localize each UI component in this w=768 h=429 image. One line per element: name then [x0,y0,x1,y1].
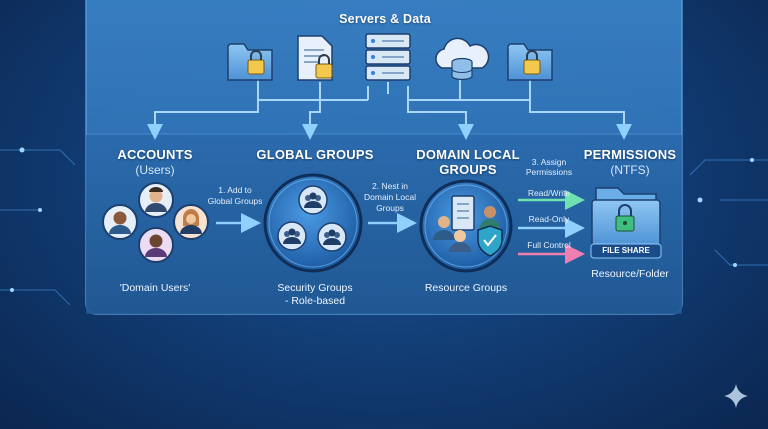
locked-document-icon [297,35,333,81]
global-groups-caption-line1: Security Groups [277,282,353,294]
locked-folder-icon [227,43,273,81]
global-groups-heading: GLOBAL GROUPS [256,147,374,162]
permissions-caption: Resource/Folder [591,268,669,280]
sparkle-icon [724,384,748,408]
step2-label-line2: Domain Local [364,192,416,202]
file-share-folder-icon [591,187,661,247]
step3-label-line2: Permissions [525,167,573,177]
permissions-subheading: (NTFS) [610,163,650,177]
step2-label-line1: 2. Nest in [372,181,408,191]
user-avatar [173,204,209,240]
domain-local-groups-circle [419,179,513,273]
locked-folder-icon [507,43,553,81]
user-avatar [138,227,174,263]
permission-read-write-label: Read/Write [527,188,571,198]
user-avatar [102,204,138,240]
step2-label-line3: Groups [376,203,404,213]
accounts-heading: ACCOUNTS [117,147,193,162]
global-groups-caption-line2: - Role-based [284,295,346,307]
permissions-heading: PERMISSIONS [583,147,677,162]
domain-local-heading-line2: GROUPS [439,162,497,177]
background-glow-dots [10,147,754,292]
step3-label-line1: 3. Assign [531,157,567,167]
diagram-title: Servers & Data [339,12,431,26]
server-rack-icon [365,33,411,81]
file-share-label: FILE SHARE [602,246,650,255]
domain-local-caption: Resource Groups [424,282,508,294]
step1-label-line1: 1. Add to [218,185,252,195]
server-connector-lines [147,80,632,140]
accounts-subheading: (Users) [135,163,175,177]
domain-local-heading-line1: DOMAIN LOCAL [416,147,520,162]
permission-full-control-label: Full Control [527,240,571,250]
cloud-database-icon [435,37,490,81]
file-share-badge [590,243,662,259]
accounts-caption: 'Domain Users' [119,282,191,294]
background-circuit-lines [0,149,768,306]
user-avatar [138,182,174,218]
permission-read-only-label: Read-Only [528,214,570,224]
user-avatars [102,182,209,263]
step1-label-line2: Global Groups [207,196,263,206]
global-groups-circle [263,173,363,273]
